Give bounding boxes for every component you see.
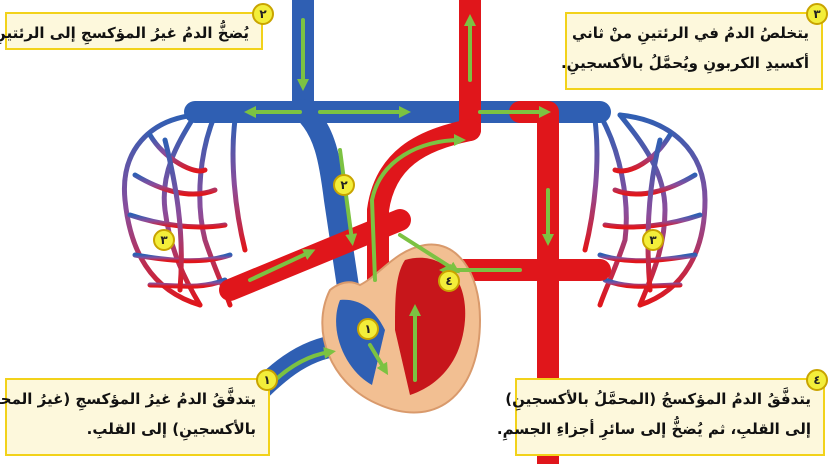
callout-3-number-badge: ٣ xyxy=(806,3,828,25)
callout-3-line-1: يتخلصُ الدمُ في الرئتينِ منْ ثاني xyxy=(579,18,809,48)
marker-lung-right: ٣ xyxy=(642,229,664,251)
marker-heart-left: ٤ xyxy=(438,270,460,292)
callout-1: يتدفَّقُ الدمُ غيرُ المؤكسجِ (غيرُ المحم… xyxy=(5,378,270,456)
callout-1-line-1: يتدفَّقُ الدمُ غيرُ المؤكسجِ (غيرُ المحم… xyxy=(19,384,256,414)
callout-2-text: يُضخُّ الدمُ غيرُ المؤكسجِ إلى الرئتينِ. xyxy=(19,18,249,48)
callout-3: يتخلصُ الدمُ في الرئتينِ منْ ثاني أكسيدِ… xyxy=(565,12,823,90)
callout-3-line-2: أكسيدِ الكربونِ ويُحمَّلُ بالأكسجينِ. xyxy=(579,48,809,78)
left-lung-capillaries xyxy=(124,115,245,305)
callout-4-line-2: إلى القلبِ، ثم يُضخُّ إلى سائرِ أجزاءِ ا… xyxy=(529,414,811,444)
callout-1-line-2: بالأكسجينِ) إلى القلبِ. xyxy=(19,414,256,444)
marker-heart-right: ١ xyxy=(357,318,379,340)
callout-2: يُضخُّ الدمُ غيرُ المؤكسجِ إلى الرئتينِ. xyxy=(5,12,263,50)
marker-pulmonary: ٢ xyxy=(333,174,355,196)
callout-1-number-badge: ١ xyxy=(256,369,278,391)
marker-lung-left: ٣ xyxy=(153,229,175,251)
callout-4-line-1: يتدفَّقُ الدمُ المؤكسجُ (المحمَّلُ بالأك… xyxy=(529,384,811,414)
callout-4: يتدفَّقُ الدمُ المؤكسجُ (المحمَّلُ بالأك… xyxy=(515,378,825,456)
callout-4-number-badge: ٤ xyxy=(806,369,828,391)
callout-2-number-badge: ٢ xyxy=(252,3,274,25)
